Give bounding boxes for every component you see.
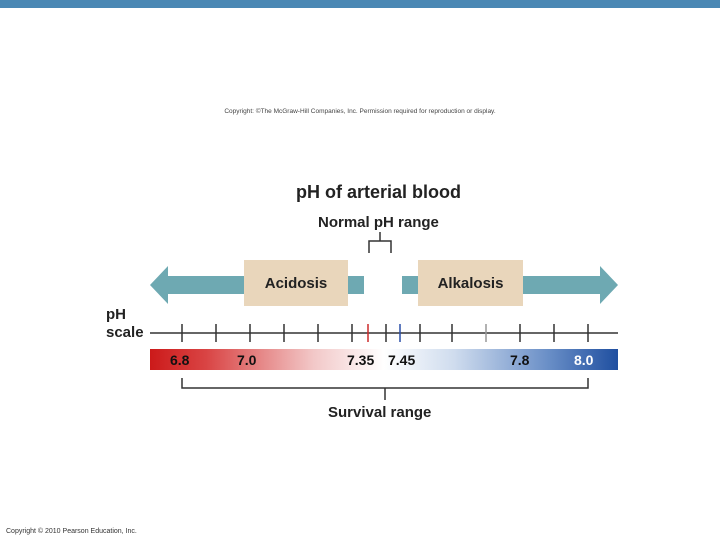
alkalosis-label: Alkalosis — [437, 274, 504, 292]
ph-scale-ticks — [181, 324, 589, 342]
normal-range-bracket — [368, 232, 392, 253]
alkalosis-box: Alkalosis — [418, 260, 523, 306]
ph-label-7-45: 7.45 — [388, 352, 415, 368]
ph-scale-label-line1: pH — [106, 306, 126, 323]
normal-range-label: Normal pH range — [318, 214, 439, 231]
ph-scale-label-line2: scale — [106, 324, 144, 341]
ph-scale-label: pH scale — [106, 306, 144, 342]
ph-label-7-35: 7.35 — [347, 352, 374, 368]
copyright-notice-bottom: Copyright © 2010 Pearson Education, Inc. — [6, 528, 137, 535]
ph-label-8-0: 8.0 — [574, 352, 594, 368]
ph-label-7-8: 7.8 — [510, 352, 530, 368]
ph-gradient-bar — [150, 349, 618, 370]
diagram-title: pH of arterial blood — [296, 182, 462, 202]
acidosis-box: Acidosis — [244, 260, 348, 306]
survival-range-label: Survival range — [328, 404, 432, 421]
top-accent-bar — [0, 0, 720, 8]
survival-range-bracket — [181, 378, 589, 400]
copyright-notice-top: Copyright: ©The McGraw-Hill Companies, I… — [224, 108, 496, 115]
acidosis-label: Acidosis — [264, 274, 328, 292]
ph-label-6-8: 6.8 — [170, 352, 190, 368]
ph-label-7-0: 7.0 — [237, 352, 257, 368]
